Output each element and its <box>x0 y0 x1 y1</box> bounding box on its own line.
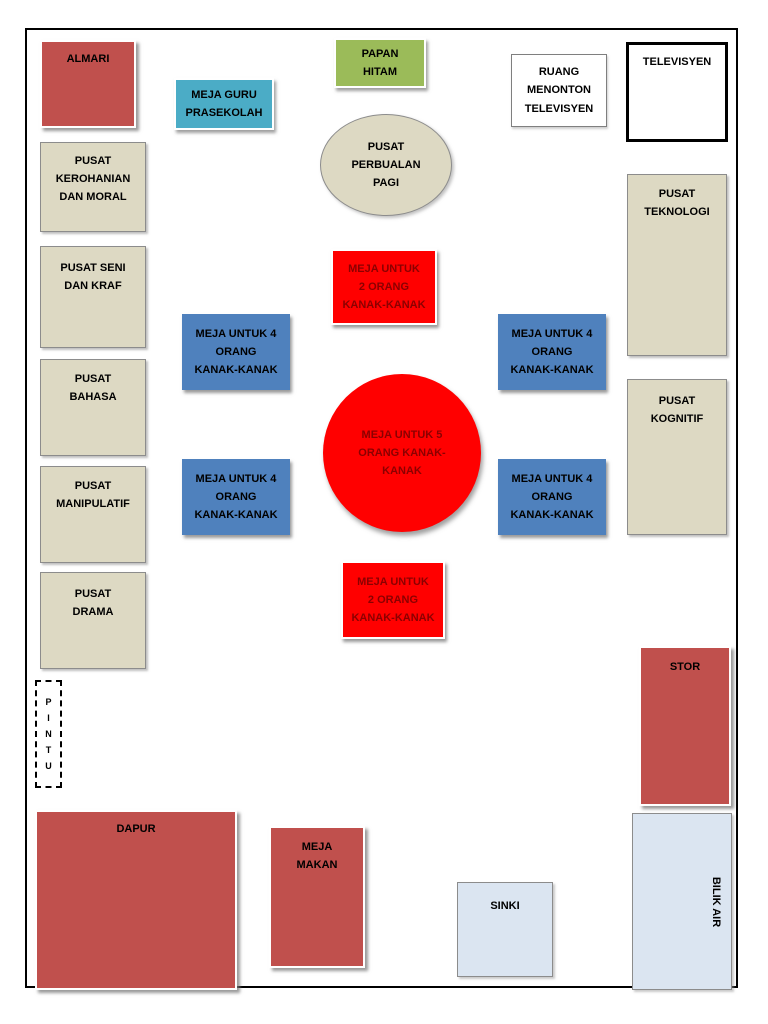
dapur-kitchen: DAPUR <box>35 810 237 990</box>
meja-4-orang-table-bottom-left: MEJA UNTUK 4 ORANG KANAK-KANAK <box>182 459 290 535</box>
meja-4-orang-table-top-right: MEJA UNTUK 4 ORANG KANAK-KANAK <box>498 314 606 390</box>
meja-4-kiri-bawah-label: MEJA UNTUK 4 ORANG KANAK-KANAK <box>194 472 278 522</box>
pusat-manipulatif-label: PUSAT MANIPULATIF <box>56 480 130 511</box>
papan-hitam-blackboard: PAPAN HITAM <box>334 38 426 88</box>
pusat-manipulatif-area: PUSAT MANIPULATIF <box>40 466 146 563</box>
pusat-teknologi-label: PUSAT TEKNOLOGI <box>644 188 710 219</box>
bilik-air-bathroom: BILIK AIR <box>632 813 732 990</box>
meja-5-label: MEJA UNTUK 5 ORANG KANAK- KANAK <box>358 428 446 478</box>
meja-guru-label: MEJA GURU PRASEKOLAH <box>185 88 263 119</box>
almari-cabinet-area: ALMARI <box>40 40 136 128</box>
pintu-label: P I N T U <box>45 696 52 772</box>
pusat-drama-label: PUSAT DRAMA <box>72 588 114 619</box>
televisyen-tv: TELEVISYEN <box>626 42 728 142</box>
meja-4-kiri-atas-label: MEJA UNTUK 4 ORANG KANAK-KANAK <box>194 327 278 377</box>
meja-4-kanan-atas-label: MEJA UNTUK 4 ORANG KANAK-KANAK <box>510 327 594 377</box>
pintu-door: P I N T U <box>35 680 62 788</box>
sinki-sink: SINKI <box>457 882 553 977</box>
stor-storeroom: STOR <box>639 646 731 806</box>
meja-makan-label: MEJA MAKAN <box>296 841 338 872</box>
pusat-perbualan-label: PUSAT PERBUALAN PAGI <box>351 140 421 190</box>
pusat-kerohanian-dan-moral-area: PUSAT KEROHANIAN DAN MORAL <box>40 142 146 232</box>
almari-label: ALMARI <box>66 53 110 65</box>
pusat-bahasa-label: PUSAT BAHASA <box>69 373 117 404</box>
meja-makan-dining-table: MEJA MAKAN <box>269 826 365 968</box>
sinki-label: SINKI <box>490 900 520 912</box>
meja-2-orang-table-top: MEJA UNTUK 2 ORANG KANAK-KANAK <box>331 249 437 325</box>
meja-guru-prasekolah-desk: MEJA GURU PRASEKOLAH <box>174 78 274 130</box>
meja-2-bawah-label: MEJA UNTUK 2 ORANG KANAK-KANAK <box>351 575 435 625</box>
pusat-teknologi-area: PUSAT TEKNOLOGI <box>627 174 727 356</box>
pusat-bahasa-area: PUSAT BAHASA <box>40 359 146 456</box>
pusat-kognitif-area: PUSAT KOGNITIF <box>627 379 727 535</box>
meja-4-orang-table-top-left: MEJA UNTUK 4 ORANG KANAK-KANAK <box>182 314 290 390</box>
meja-4-kanan-bawah-label: MEJA UNTUK 4 ORANG KANAK-KANAK <box>510 472 594 522</box>
televisyen-label: TELEVISYEN <box>642 56 712 68</box>
meja-2-atas-label: MEJA UNTUK 2 ORANG KANAK-KANAK <box>342 262 426 312</box>
dapur-label: DAPUR <box>116 823 156 835</box>
bilik-air-label: BILIK AIR <box>710 876 722 927</box>
meja-5-orang-round-table: MEJA UNTUK 5 ORANG KANAK- KANAK <box>323 374 481 532</box>
classroom-wall-outline: ALMARI MEJA GURU PRASEKOLAH PAPAN HITAM … <box>25 28 738 990</box>
stor-label: STOR <box>669 661 701 673</box>
pusat-drama-area: PUSAT DRAMA <box>40 572 146 669</box>
ruang-tv-label: RUANG MENONTON TELEVISYEN <box>524 66 594 115</box>
pusat-kerohanian-label: PUSAT KEROHANIAN DAN MORAL <box>55 155 131 204</box>
ruang-menonton-televisyen-area: RUANG MENONTON TELEVISYEN <box>511 54 607 127</box>
pusat-perbualan-pagi-area: PUSAT PERBUALAN PAGI <box>320 114 452 216</box>
pusat-kognitif-label: PUSAT KOGNITIF <box>650 395 704 426</box>
pusat-seni-label: PUSAT SENI DAN KRAF <box>60 262 126 293</box>
meja-4-orang-table-bottom-right: MEJA UNTUK 4 ORANG KANAK-KANAK <box>498 459 606 535</box>
meja-2-orang-table-bottom: MEJA UNTUK 2 ORANG KANAK-KANAK <box>341 561 445 639</box>
pusat-seni-dan-kraf-area: PUSAT SENI DAN KRAF <box>40 246 146 348</box>
papan-hitam-label: PAPAN HITAM <box>361 47 399 78</box>
